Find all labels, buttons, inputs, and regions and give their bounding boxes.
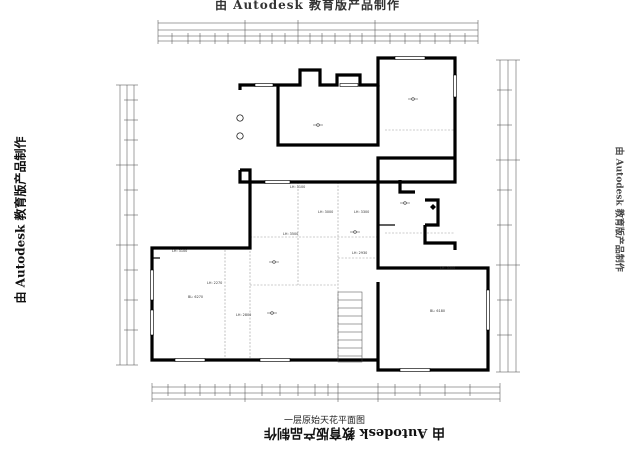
drawing-title: 一层原始天花平面图 <box>284 416 366 426</box>
watermark-right: 由 Autodesk 教育版产品制作 <box>613 146 624 272</box>
room-label: LH: 2930 <box>352 251 367 255</box>
room-labels: LH: 3100 LH: 3100 LH: 3000 LH: 3300 LH: … <box>172 185 455 317</box>
room-label: BL: 6180 <box>430 309 445 313</box>
north-arrow-icon <box>430 204 436 210</box>
window-openings <box>150 56 490 372</box>
watermark-top-fragment: 由 Autodesk 教育版产品制作 <box>215 0 401 12</box>
room-label: LH: 3100 <box>290 185 305 189</box>
right-dimension-lines <box>496 59 520 373</box>
exterior-walls <box>150 56 490 372</box>
watermark-bottom: 由 Autodesk 教育版产品制作 <box>264 425 445 440</box>
top-dimension-lines <box>157 20 479 44</box>
ceiling-light-fixtures <box>267 97 418 315</box>
ceiling-grid-dashed <box>224 129 488 360</box>
round-posts <box>236 114 244 140</box>
room-label: LH: 3300 <box>354 210 369 214</box>
interior-walls <box>152 224 395 259</box>
bottom-dimension-lines <box>151 383 501 402</box>
watermark-left: 由 Autodesk 教育版产品制作 <box>13 136 28 304</box>
room-label: LH: 3300 <box>440 266 455 270</box>
room-label: LH: 3000 <box>318 210 333 214</box>
room-label: LH: 3500 <box>283 232 298 236</box>
room-label: LH: 2800 <box>236 313 251 317</box>
room-label: BL: 6270 <box>188 295 203 299</box>
room-label: LH: 3100 <box>172 249 187 253</box>
staircase <box>337 291 363 363</box>
left-dimension-lines <box>116 84 138 366</box>
room-label: LH: 2270 <box>207 281 222 285</box>
